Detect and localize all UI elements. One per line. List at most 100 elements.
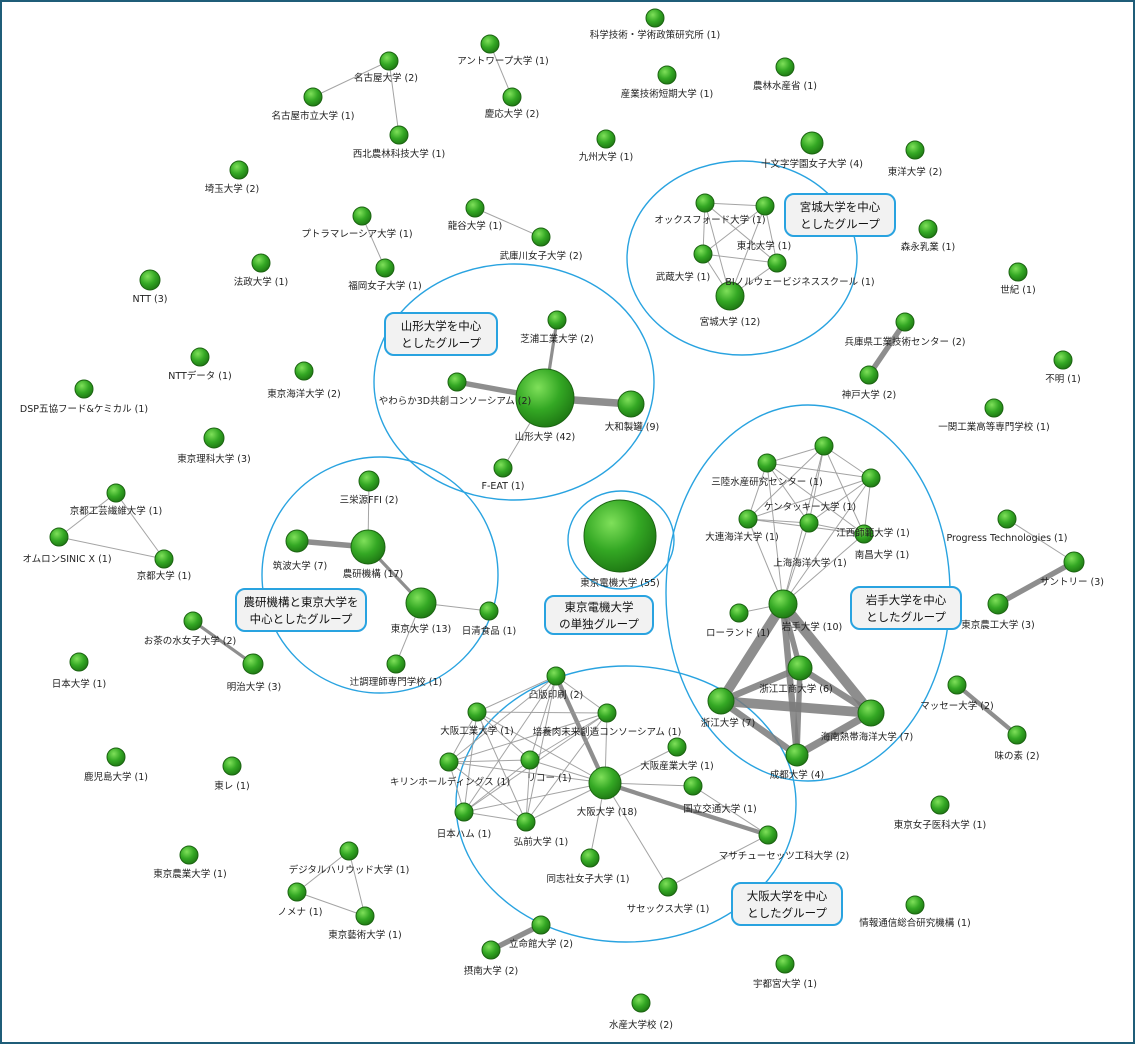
node-musashi[interactable] (693, 244, 713, 264)
node-bi[interactable] (767, 253, 787, 273)
node-toppan[interactable] (546, 666, 566, 686)
node-denki[interactable] (583, 499, 657, 573)
node-antwerp[interactable] (480, 34, 500, 54)
node-label-roland: ローランド (1) (706, 628, 770, 639)
node-fumei[interactable] (1053, 350, 1073, 370)
node-kirin[interactable] (439, 752, 459, 772)
node-progress[interactable] (997, 509, 1017, 529)
node-sanei[interactable] (358, 470, 380, 492)
node-kaiyo[interactable] (294, 361, 314, 381)
node-nistep[interactable] (645, 8, 665, 28)
node-dsp[interactable] (74, 379, 94, 399)
node-ricoh[interactable] (520, 750, 540, 770)
node-chengdu[interactable] (785, 743, 809, 767)
node-nw-af[interactable] (389, 125, 409, 145)
node-fukuoka-w[interactable] (375, 258, 395, 278)
node-meiji[interactable] (242, 653, 264, 675)
node-kyoto[interactable] (154, 549, 174, 569)
callout-line: としたグループ (401, 336, 481, 350)
node-kit[interactable] (106, 483, 126, 503)
node-utsunomiya[interactable] (775, 954, 795, 974)
node-shibaura[interactable] (547, 310, 567, 330)
node-ritsumei[interactable] (531, 915, 551, 935)
node-kentucky[interactable] (814, 436, 834, 456)
node-osaka[interactable] (588, 766, 622, 800)
node-label-toyo: 東洋大学 (2) (888, 166, 942, 178)
node-kobe[interactable] (859, 365, 879, 385)
node-kagoshima[interactable] (106, 747, 126, 767)
node-nict[interactable] (905, 895, 925, 915)
node-nanchang[interactable] (854, 524, 874, 544)
node-label-ochanomizu: お茶の水女子大学 (2) (144, 635, 236, 647)
node-putra[interactable] (352, 206, 372, 226)
node-hosei[interactable] (251, 253, 271, 273)
node-dh[interactable] (339, 841, 359, 861)
node-kokuritsu-kotsu[interactable] (683, 776, 703, 796)
node-zju[interactable] (707, 687, 735, 715)
node-toray[interactable] (222, 756, 242, 776)
node-label-mit: マサチューセッツ工科大学 (2) (719, 850, 849, 862)
node-ichinoseki[interactable] (984, 398, 1004, 418)
node-nagoya[interactable] (379, 51, 399, 71)
node-tokyo-u[interactable] (405, 587, 437, 619)
node-sanriku[interactable] (757, 453, 777, 473)
node-ajinomoto[interactable] (1007, 725, 1027, 745)
node-tsukuba[interactable] (285, 529, 309, 553)
node-roland[interactable] (729, 603, 749, 623)
node-mukogawa[interactable] (531, 227, 551, 247)
node-morinaga[interactable] (918, 219, 938, 239)
node-toyo[interactable] (905, 140, 925, 160)
node-nippon-ham[interactable] (454, 802, 474, 822)
node-jumonji[interactable] (800, 131, 824, 155)
node-oit[interactable] (467, 702, 487, 722)
node-doshisha-w[interactable] (580, 848, 600, 868)
node-kyushu[interactable] (596, 129, 616, 149)
node-omron[interactable] (49, 527, 69, 547)
node-iwate[interactable] (768, 589, 798, 619)
node-shanghai[interactable] (799, 513, 819, 533)
node-oxford[interactable] (695, 193, 715, 213)
node-daiwa[interactable] (617, 390, 645, 418)
node-osaka-sangyo[interactable] (667, 737, 687, 757)
node-tsuji[interactable] (386, 654, 406, 674)
node-nagoya-city[interactable] (303, 87, 323, 107)
node-suisan[interactable] (631, 993, 651, 1013)
node-suntory[interactable] (1063, 551, 1085, 573)
node-nissin[interactable] (479, 601, 499, 621)
node-nodai-ko[interactable] (987, 593, 1009, 615)
node-hirosaki[interactable] (516, 812, 536, 832)
node-geidai[interactable] (355, 906, 375, 926)
node-twmu[interactable] (930, 795, 950, 815)
node-ochanomizu[interactable] (183, 611, 203, 631)
node-nomena[interactable] (287, 882, 307, 902)
node-maff[interactable] (775, 57, 795, 77)
node-tohoku[interactable] (755, 196, 775, 216)
node-sussex[interactable] (658, 877, 678, 897)
node-dalian[interactable] (738, 509, 758, 529)
node-saitama[interactable] (229, 160, 249, 180)
node-aist-tc[interactable] (657, 65, 677, 85)
node-baiyo[interactable] (597, 703, 617, 723)
edge-baiyo-oit (476, 711, 608, 714)
edge-dh-nomena (296, 850, 350, 893)
node-hyogo-tc[interactable] (895, 312, 915, 332)
node-naro[interactable] (350, 529, 386, 565)
node-seiki[interactable] (1008, 262, 1028, 282)
node-masse[interactable] (947, 675, 967, 695)
node-rika[interactable] (203, 427, 225, 449)
node-jiangxi[interactable] (861, 468, 881, 488)
node-yawaraka[interactable] (447, 372, 467, 392)
node-miyagi[interactable] (715, 281, 745, 311)
node-setsunan[interactable] (481, 940, 501, 960)
node-feat[interactable] (493, 458, 513, 478)
node-yamagata[interactable] (515, 368, 575, 428)
node-mit[interactable] (758, 825, 778, 845)
node-ryukoku[interactable] (465, 198, 485, 218)
node-nttdata[interactable] (190, 347, 210, 367)
node-zjgs[interactable] (787, 655, 813, 681)
node-keio[interactable] (502, 87, 522, 107)
node-nodai[interactable] (179, 845, 199, 865)
node-ntt[interactable] (139, 269, 161, 291)
node-nihon[interactable] (69, 652, 89, 672)
node-hainan[interactable] (857, 699, 885, 727)
